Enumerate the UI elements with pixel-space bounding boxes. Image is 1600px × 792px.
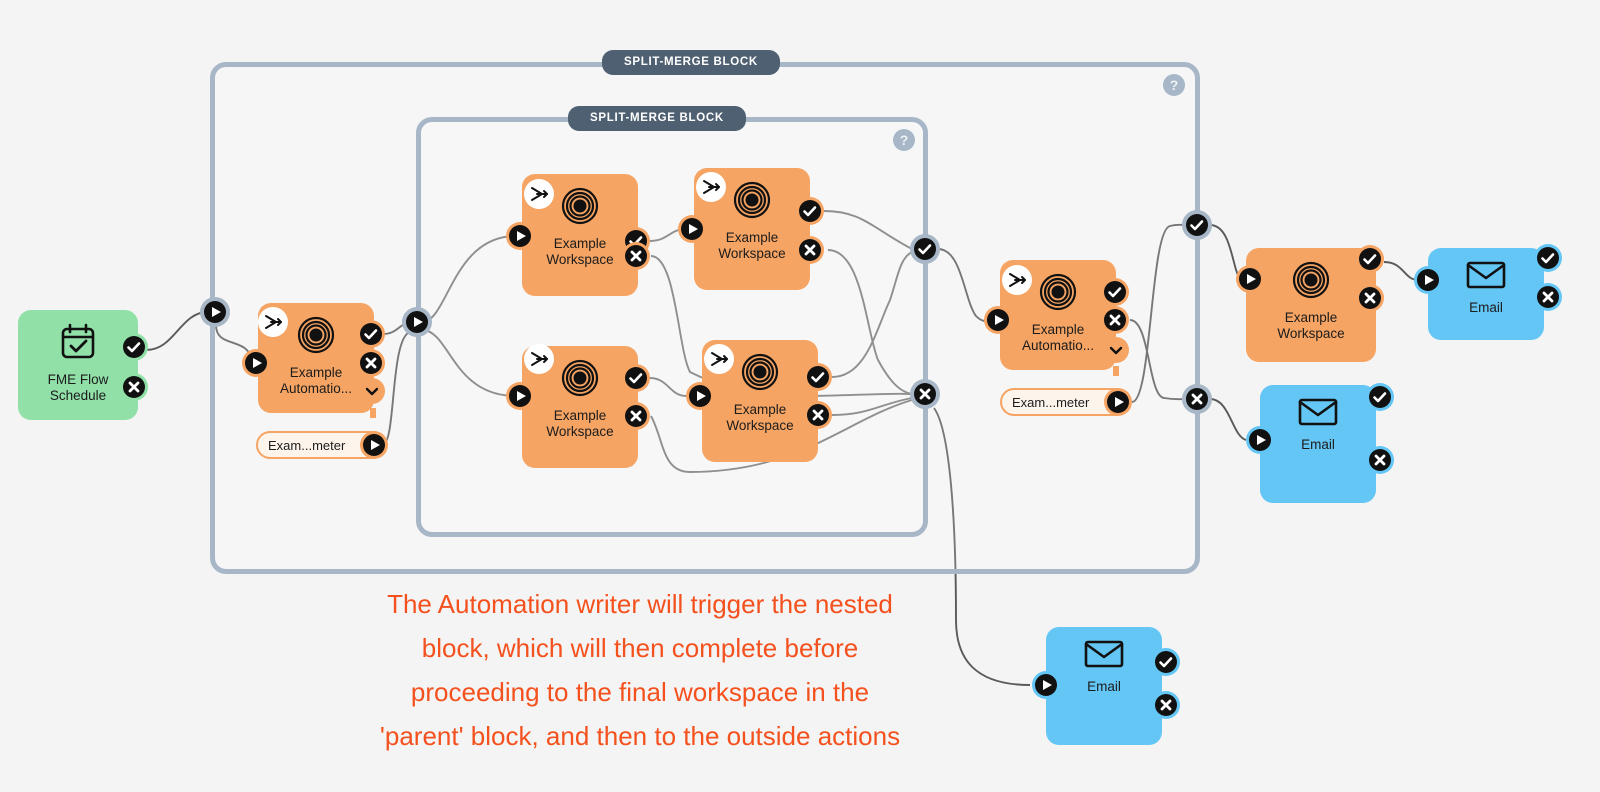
inner-block-failure-merge-port[interactable] (910, 379, 940, 409)
calendar-check-icon (56, 320, 100, 369)
automation-right-trigger-icon[interactable] (1002, 265, 1032, 295)
ws-top-right-success-port[interactable] (796, 197, 824, 225)
automation-right-success-port[interactable] (1101, 278, 1129, 306)
inner-block-help-icon[interactable]: ? (893, 129, 915, 151)
ws-top-right-input-port[interactable] (678, 215, 706, 243)
automation-target-icon (294, 313, 338, 362)
outer-block-failure-merge-port[interactable] (1182, 384, 1212, 414)
email-mid-input-port[interactable] (1246, 426, 1274, 454)
automation-left-success-port[interactable] (357, 320, 385, 348)
workspace-target-icon (558, 184, 602, 233)
automation-right-param-output-port[interactable] (1104, 388, 1132, 416)
automation-target-icon (1036, 270, 1080, 319)
email-top-failure-port[interactable] (1534, 283, 1562, 311)
workspace-target-icon (738, 350, 782, 399)
envelope-icon (1083, 637, 1125, 676)
ws-bottom-right-success-port[interactable] (804, 363, 832, 391)
node-label: Email (1087, 679, 1121, 694)
workspace-target-icon (1289, 258, 1333, 307)
node-email-mid[interactable]: Email (1260, 385, 1376, 503)
inner-split-merge-block[interactable] (416, 117, 928, 537)
automation-left-failure-port[interactable] (357, 349, 385, 377)
outer-block-entry-port[interactable] (200, 297, 230, 327)
ws-bottom-right-failure-port[interactable] (804, 401, 832, 429)
workspace-target-icon (558, 356, 602, 405)
schedule-success-port[interactable] (120, 333, 148, 361)
annotation-line-2: block, which will then complete before (421, 633, 859, 663)
parameter-label: Exam...meter (268, 437, 346, 453)
ws-top-right-failure-port[interactable] (796, 236, 824, 264)
annotation-text: The Automation writer will trigger the n… (330, 582, 950, 758)
inner-block-label[interactable]: SPLIT-MERGE BLOCK (568, 106, 746, 131)
automation-left-param-output-port[interactable] (360, 431, 388, 459)
ws-final-input-port[interactable] (1236, 265, 1264, 293)
node-email-top[interactable]: Email (1428, 248, 1544, 340)
ws-bottom-left-input-port[interactable] (506, 382, 534, 410)
ws-bottom-right-trigger-icon[interactable] (704, 344, 734, 374)
outer-block-label[interactable]: SPLIT-MERGE BLOCK (602, 50, 780, 75)
annotation-line-4: 'parent' block, and then to the outside … (379, 721, 901, 751)
automation-right-failure-port[interactable] (1101, 306, 1129, 334)
inner-block-entry-port[interactable] (402, 307, 432, 337)
annotation-line-3: proceeding to the final workspace in the (410, 677, 870, 707)
email-mid-success-port[interactable] (1366, 383, 1394, 411)
envelope-icon (1297, 395, 1339, 434)
ws-bottom-left-success-port[interactable] (622, 364, 650, 392)
automation-right-collapse-chevron-down-icon[interactable] (1103, 337, 1129, 363)
email-bottom-success-port[interactable] (1152, 648, 1180, 676)
email-bottom-input-port[interactable] (1032, 671, 1060, 699)
outer-block-success-merge-port[interactable] (1182, 210, 1212, 240)
automation-left-trigger-icon[interactable] (258, 307, 288, 337)
ws-final-success-port[interactable] (1356, 245, 1384, 273)
envelope-icon (1465, 258, 1507, 297)
inner-block-success-merge-port[interactable] (910, 234, 940, 264)
automation-right-input-port[interactable] (984, 306, 1012, 334)
email-top-input-port[interactable] (1414, 266, 1442, 294)
ws-top-left-failure-port[interactable] (622, 242, 650, 270)
automation-left-input-port[interactable] (242, 349, 270, 377)
ws-top-left-trigger-icon[interactable] (524, 179, 554, 209)
email-bottom-failure-port[interactable] (1152, 691, 1180, 719)
workspace-target-icon (730, 178, 774, 227)
annotation-line-1: The Automation writer will trigger the n… (387, 589, 893, 619)
automation-left-collapse-chevron-down-icon[interactable] (359, 378, 385, 404)
automation-left-param-stub (370, 408, 376, 418)
parameter-label: Exam...meter (1012, 394, 1090, 410)
ws-bottom-left-trigger-icon[interactable] (524, 344, 554, 374)
ws-top-right-trigger-icon[interactable] (696, 172, 726, 202)
outer-block-help-icon[interactable]: ? (1163, 74, 1185, 96)
email-top-success-port[interactable] (1534, 244, 1562, 272)
ws-bottom-left-failure-port[interactable] (622, 402, 650, 430)
ws-final-failure-port[interactable] (1356, 284, 1384, 312)
automation-right-param-stub (1113, 366, 1119, 376)
node-email-bottom[interactable]: Email (1046, 627, 1162, 745)
email-mid-failure-port[interactable] (1366, 446, 1394, 474)
node-label: Email (1301, 437, 1335, 452)
schedule-failure-port[interactable] (120, 373, 148, 401)
node-label: Email (1469, 300, 1503, 315)
ws-bottom-right-input-port[interactable] (686, 382, 714, 410)
ws-top-left-input-port[interactable] (506, 222, 534, 250)
